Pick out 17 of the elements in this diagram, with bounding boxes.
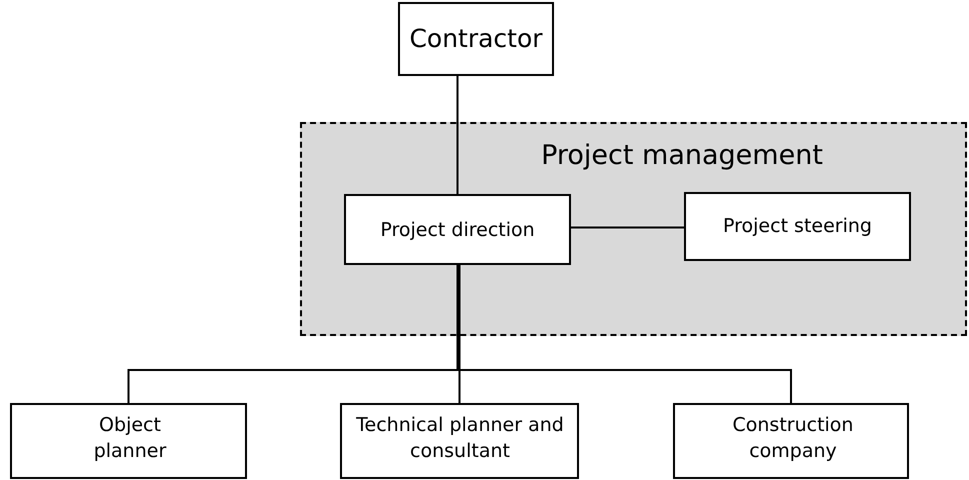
role-box	[398, 2, 554, 76]
role-label: Object planner	[92, 413, 168, 464]
group-title: Project management	[540, 139, 824, 173]
role-box	[10, 403, 247, 479]
role-label: Project direction	[379, 218, 536, 243]
role-box	[673, 403, 909, 479]
connector-line	[456, 76, 458, 194]
role-label: Construction company	[732, 413, 854, 464]
role-box	[684, 192, 911, 261]
role-label: Technical planner and consultant	[355, 413, 565, 464]
group-band	[300, 122, 967, 336]
role-label: Project steering	[722, 214, 873, 239]
connector-line	[571, 226, 684, 228]
role-label: Contractor	[408, 23, 544, 55]
role-box	[344, 194, 571, 265]
connector-line	[458, 265, 460, 403]
role-box	[340, 403, 579, 479]
